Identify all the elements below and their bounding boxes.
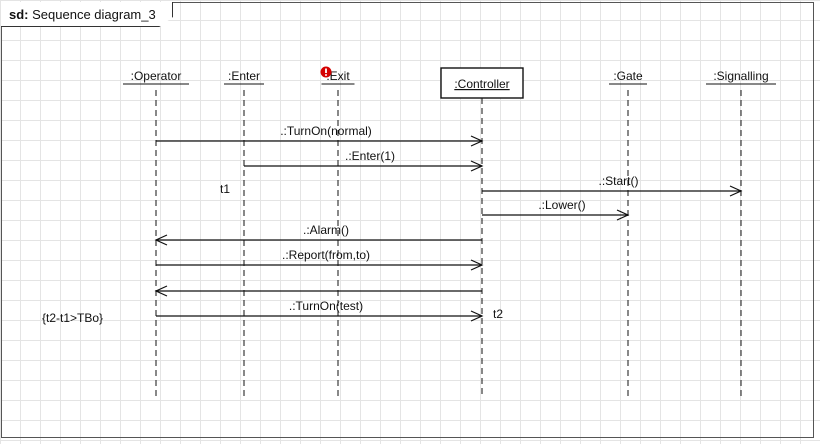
arrowhead-icon bbox=[470, 310, 484, 322]
message-4[interactable]: .:Lower() bbox=[482, 198, 630, 221]
arrowhead-icon bbox=[154, 234, 168, 246]
lifeline-signalling[interactable]: :Signalling bbox=[706, 69, 776, 398]
arrowhead-icon bbox=[616, 209, 630, 221]
lifeline-label: :Enter bbox=[228, 69, 260, 83]
lifeline-label: :Controller bbox=[454, 77, 509, 91]
message-1[interactable]: .:TurnOn(normal) bbox=[156, 124, 484, 147]
lifeline-label: :Operator bbox=[131, 69, 182, 83]
timing-constraint[interactable]: {t2-t1>TBo} bbox=[42, 311, 103, 325]
message-label: .:Alarm() bbox=[303, 223, 349, 237]
lifeline-label: :Signalling bbox=[713, 69, 768, 83]
error-icon[interactable] bbox=[320, 66, 332, 78]
message-6[interactable]: .:Report(from,to) bbox=[156, 248, 484, 271]
lifeline-enter[interactable]: :Enter bbox=[224, 69, 264, 398]
lifeline-label: :Gate bbox=[613, 69, 643, 83]
message-7[interactable] bbox=[154, 285, 482, 297]
arrowhead-icon bbox=[470, 259, 484, 271]
lifeline-label: :Exit bbox=[326, 69, 350, 83]
error-icon-dot bbox=[325, 74, 327, 76]
message-label: .:Lower() bbox=[538, 198, 585, 212]
frame-keyword: sd: bbox=[9, 7, 29, 22]
message-2[interactable]: .:Enter(1) bbox=[244, 149, 484, 172]
message-8[interactable]: .:TurnOn(test) bbox=[156, 299, 484, 322]
message-3[interactable]: .:Start() bbox=[482, 174, 743, 197]
frame-label[interactable]: sd: Sequence diagram_3 bbox=[1, 2, 173, 27]
frame-name: Sequence diagram_3 bbox=[32, 7, 156, 22]
message-label: .:TurnOn(test) bbox=[289, 299, 363, 313]
lifeline-controller[interactable]: :Controller bbox=[440, 67, 524, 398]
lifeline-gate[interactable]: :Gate bbox=[609, 69, 647, 398]
message-label: .:Enter(1) bbox=[345, 149, 395, 163]
annotation-t2: t2 bbox=[493, 307, 503, 321]
message-label: .:Report(from,to) bbox=[282, 248, 370, 262]
arrowhead-icon bbox=[470, 160, 484, 172]
annotation-t1: t1 bbox=[220, 182, 230, 196]
diagram-frame bbox=[1, 2, 814, 438]
arrowhead-icon bbox=[154, 285, 168, 297]
arrowhead-icon bbox=[470, 135, 484, 147]
arrowhead-icon bbox=[729, 185, 743, 197]
message-label: .:Start() bbox=[598, 174, 638, 188]
error-icon-bar bbox=[325, 68, 327, 73]
message-label: .:TurnOn(normal) bbox=[280, 124, 372, 138]
message-5[interactable]: .:Alarm() bbox=[154, 223, 482, 246]
lifeline-operator[interactable]: :Operator bbox=[123, 69, 189, 398]
